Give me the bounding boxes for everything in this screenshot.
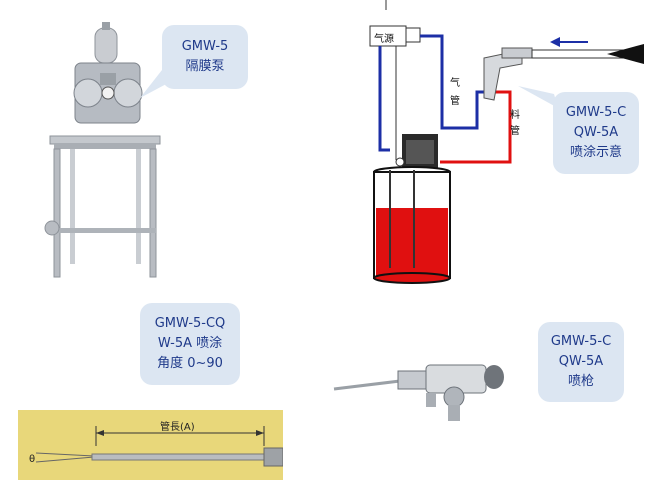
pump-model: GMW-5 xyxy=(181,39,229,54)
air-pipe-label-2: 管 xyxy=(450,96,460,107)
angle-caption: 角度 0~90 xyxy=(157,356,223,371)
material-pipe-label-2: 管 xyxy=(510,126,520,137)
gun-callout: GMW-5-C QW-5A 喷枪 xyxy=(538,322,624,402)
pump-callout: GMW-5 隔膜泵 xyxy=(162,25,248,89)
gun-model-2: QW-5A xyxy=(558,354,604,369)
tube-length-label: 管長(A) xyxy=(160,422,195,433)
material-pipe-label-1: 料 xyxy=(510,110,520,121)
gun-model-1: GMW-5-C xyxy=(550,334,612,349)
pump-name: 隔膜泵 xyxy=(185,59,225,74)
angle-symbol: θ xyxy=(29,454,36,465)
diagram-model-2: QW-5A xyxy=(573,125,619,140)
pump-callout-tail xyxy=(140,70,170,98)
diagram-callout: GMW-5-C QW-5A 喷涂示意 xyxy=(553,92,639,174)
gun-caption: 喷枪 xyxy=(567,374,594,389)
spray-diagram: 气源 气 管 料 管 xyxy=(362,0,652,290)
diagram-caption: 喷涂示意 xyxy=(569,145,622,160)
air-source-label: 气源 xyxy=(374,34,394,45)
spray-gun-image xyxy=(330,355,510,425)
diagram-model-1: GMW-5-C xyxy=(565,105,627,120)
nozzle-length-photo: 管長(A) θ xyxy=(18,410,284,480)
air-pipe-label-1: 气 xyxy=(450,78,460,89)
diaphragm-pump-image xyxy=(40,18,170,283)
angle-model-1: GMW-5-CQ xyxy=(154,316,226,331)
angle-callout: GMW-5-CQ W-5A 喷涂 角度 0~90 xyxy=(140,303,240,385)
diagram-callout-tail xyxy=(518,86,558,108)
angle-model-2: W-5A 喷涂 xyxy=(157,336,223,351)
